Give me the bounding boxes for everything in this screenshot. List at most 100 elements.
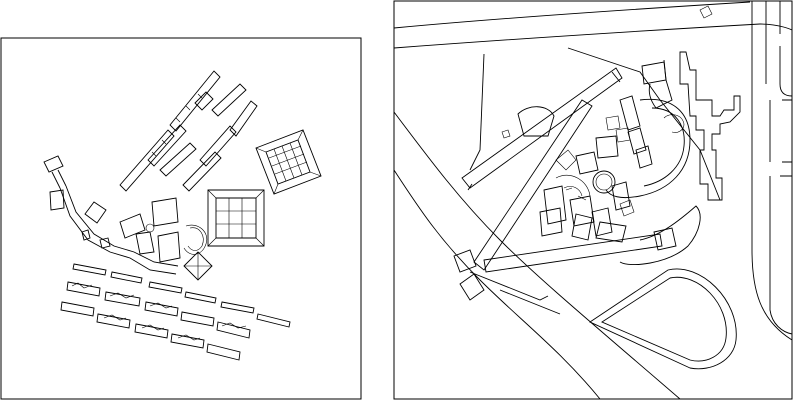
curved-wall [187,227,204,251]
pyramid-grid [268,142,308,182]
lower-block [180,311,215,327]
road-top-inner [393,23,793,49]
small-feature [699,5,713,19]
lower-block [184,291,217,304]
long-bar-south [483,233,663,273]
central-building-cluster [501,106,631,243]
lower-block [96,313,131,329]
slanted-block [211,83,247,117]
path-link [51,169,67,189]
cluster-block [611,181,631,211]
path-curve-inner [65,185,179,267]
site-boundary [469,53,485,171]
slanted-block [147,124,187,167]
bar-end-block [459,273,485,301]
lower-block [144,301,179,317]
east-block [619,95,641,131]
small-block [49,189,65,211]
small-block [157,231,181,263]
lower-block [206,343,241,361]
long-bar-north-ends [467,71,621,191]
cluster-block [575,151,599,175]
diamond-block-hips [184,252,212,280]
slanted-block [119,129,175,192]
lower-block [110,271,143,284]
lower-block [256,313,291,328]
road-right-outer [751,1,793,341]
small-feature [619,199,635,217]
bar-end-block [453,249,477,273]
long-bar-north [461,67,623,189]
boulevard-lower-edge [393,169,601,400]
cluster-block [543,185,567,225]
road-top-edge [393,1,751,29]
bar-end-block [653,227,677,251]
long-bar-diagonal [473,99,593,271]
oval-lot-outer [589,268,737,370]
round-feature [145,223,155,233]
right-panel-site-context [393,0,793,400]
cluster-block [571,213,593,241]
block-wave-detail [151,93,203,157]
small-block [135,231,155,255]
east-stepped-outline [679,51,741,201]
cluster-details [501,129,587,201]
small-block [99,237,111,249]
lower-block [134,323,169,339]
cluster-small [555,149,577,171]
small-block [151,197,179,227]
grid-building [207,189,265,247]
slanted-block [182,151,222,192]
cluster-curves [555,174,591,197]
slanted-block [199,125,237,167]
small-block [84,201,107,224]
east-curve [663,114,685,133]
pyramid-hips [255,129,322,195]
cluster-block [539,207,563,237]
complex-cluster [43,155,213,281]
east-block [627,127,647,155]
east-block [635,145,653,169]
road-right-curbs [779,1,793,177]
cluster-block [595,135,619,159]
round-building [517,106,555,137]
path-curve-outer [59,187,177,275]
slanted-block [159,142,197,177]
cluster-block [595,221,627,243]
left-panel-building-plan [0,37,362,400]
east-stepped-building [619,51,741,201]
lower-block [60,301,95,317]
lower-block [216,321,251,339]
slanted-block [194,91,214,111]
round-tower [592,170,616,194]
lower-block [72,263,107,276]
east-block-edge [648,59,673,109]
slanted-blocks-lower [60,263,291,361]
lower-block [104,291,141,307]
lower-block [220,301,255,314]
boulevard-median [469,271,561,315]
grid-building-hips [207,189,265,247]
oval-lot-inner [601,276,727,362]
slanted-block [169,70,221,132]
cluster-block [591,207,613,237]
block-wave-detail [71,282,247,341]
pyramid-roof-building [255,129,322,195]
small-block [43,155,64,173]
round-tower-inner [595,173,613,191]
small-block [119,213,146,239]
courtyard-curve [619,205,701,265]
slanted-blocks-upper [119,70,258,192]
boulevard-upper-edge [393,111,681,400]
lower-block [148,281,183,294]
right-panel-frame [393,0,793,400]
small-block [81,229,91,241]
curved-wall [183,224,208,255]
curved-plaza-edge [605,98,691,199]
road-right-inner [765,1,793,335]
left-panel-frame [0,37,362,400]
curved-plaza-inner [643,107,685,187]
grid-building-grid [216,198,256,238]
lower-block [170,333,205,349]
